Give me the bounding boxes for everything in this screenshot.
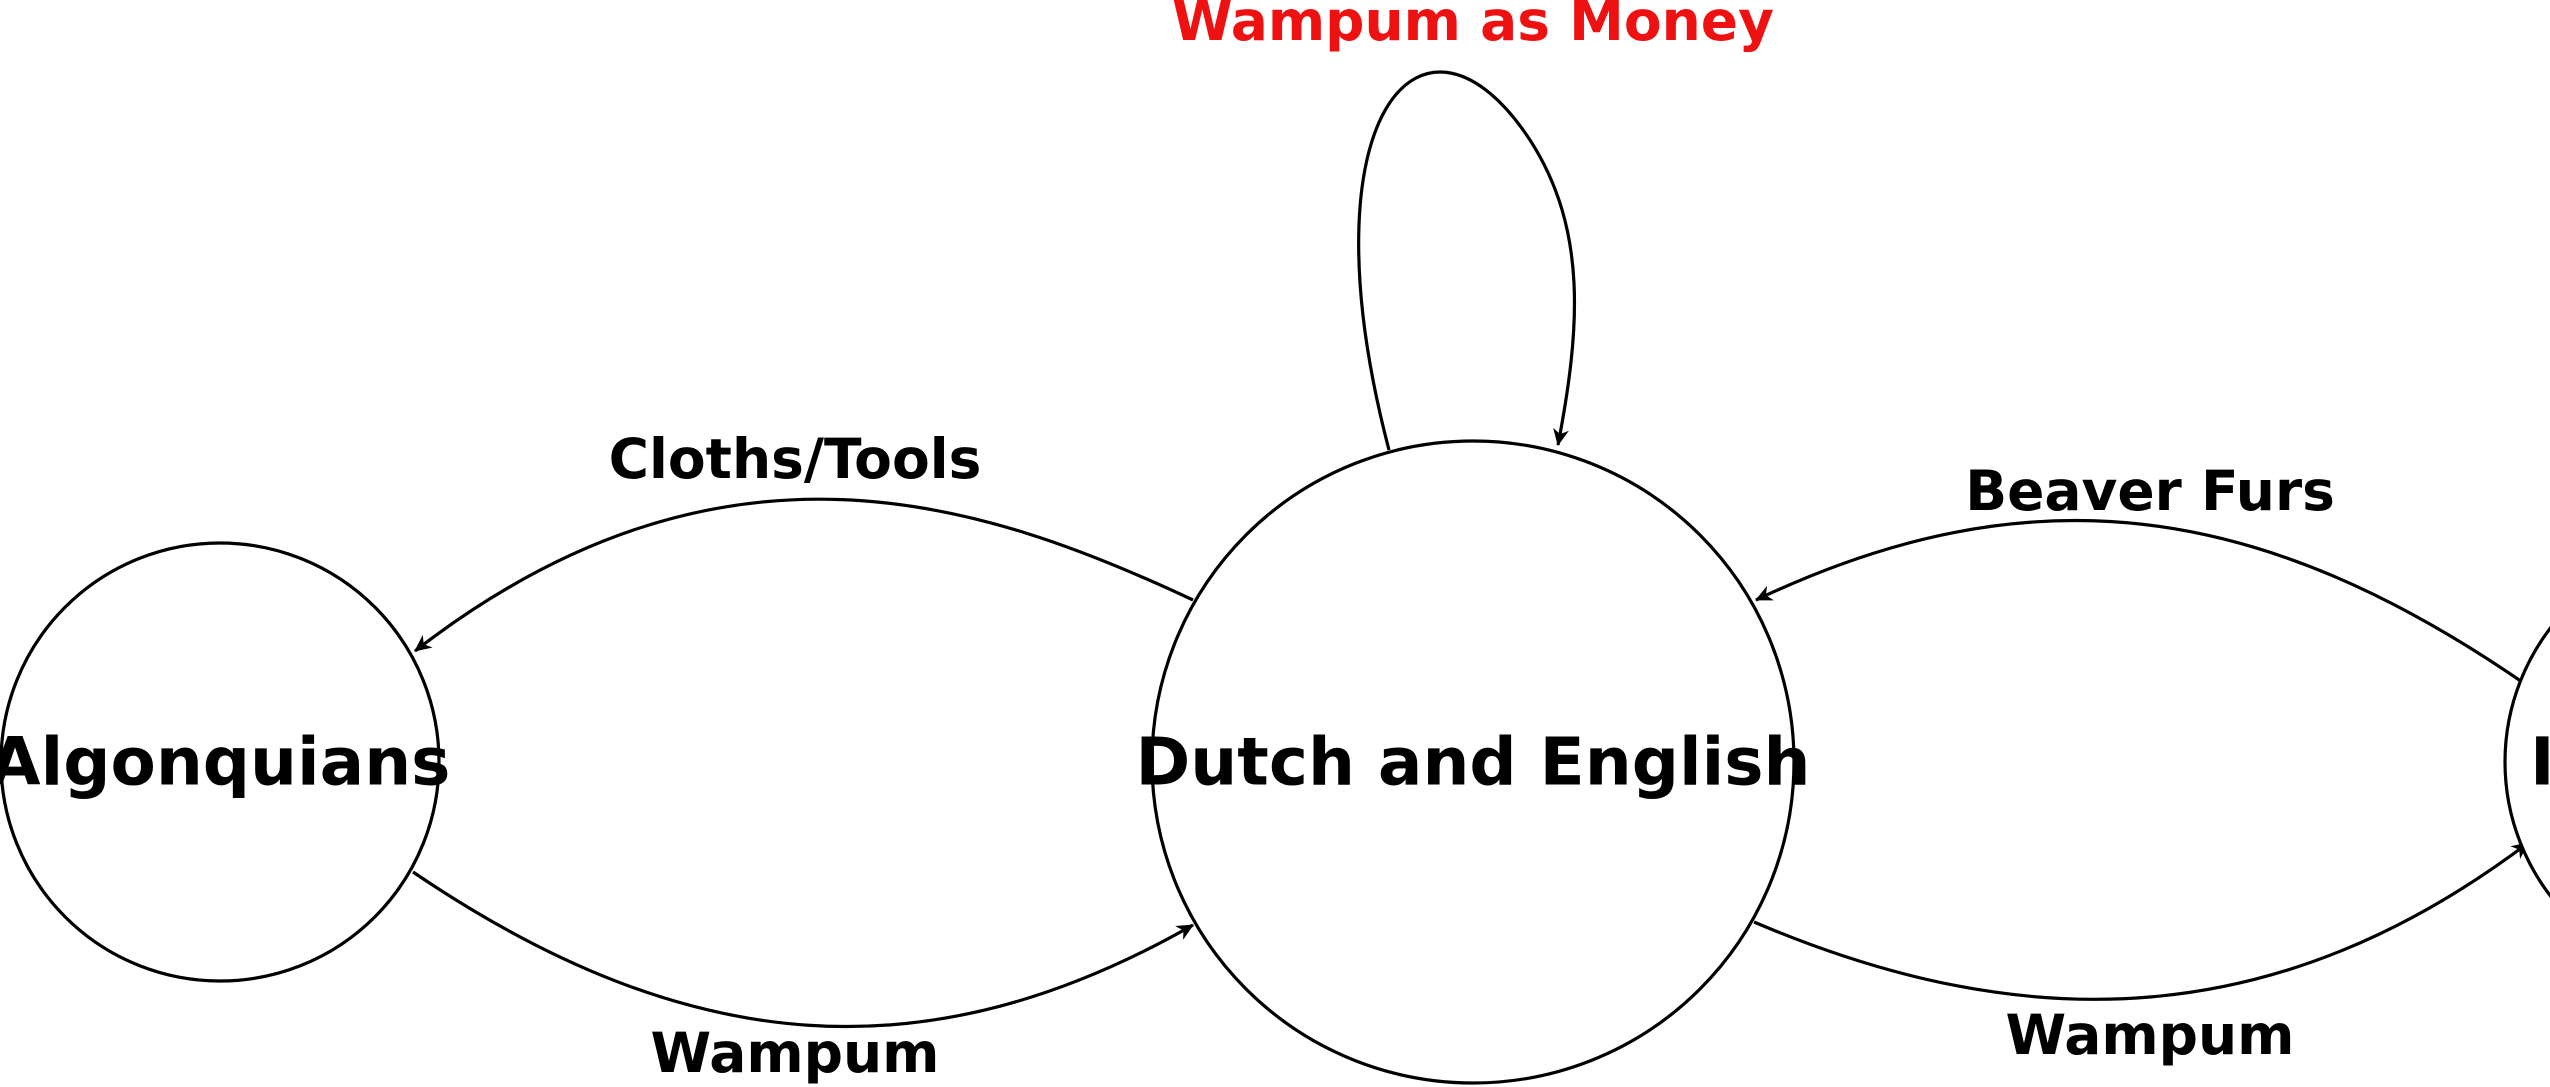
wampum-to-right-label: Wampum bbox=[2006, 1003, 2295, 1067]
algonquians-label: Algonquians bbox=[0, 724, 450, 801]
self-loop-edge bbox=[1357, 70, 1577, 451]
dutch-and-english-node bbox=[1150, 439, 1796, 1085]
wampum-as-money-label: Wampum as Money bbox=[1172, 0, 1774, 53]
algonquians-node bbox=[0, 541, 441, 983]
cloths-tools-edge bbox=[414, 497, 1194, 653]
cloths-tools-label: Cloths/Tools bbox=[609, 427, 982, 491]
wampum-to-dutch-edge bbox=[412, 870, 1194, 1028]
wampum-to-dutch-label: Wampum bbox=[651, 1021, 940, 1085]
right-edge-node bbox=[2503, 626, 2550, 898]
wampum-to-right-edge bbox=[1753, 841, 2529, 1001]
dutch-and-english-label: Dutch and English bbox=[1136, 724, 1811, 801]
beaver-furs-label: Beaver Furs bbox=[1965, 459, 2335, 523]
right-edge-node-label: I bbox=[2530, 724, 2550, 801]
beaver-furs-edge bbox=[1755, 518, 2529, 688]
